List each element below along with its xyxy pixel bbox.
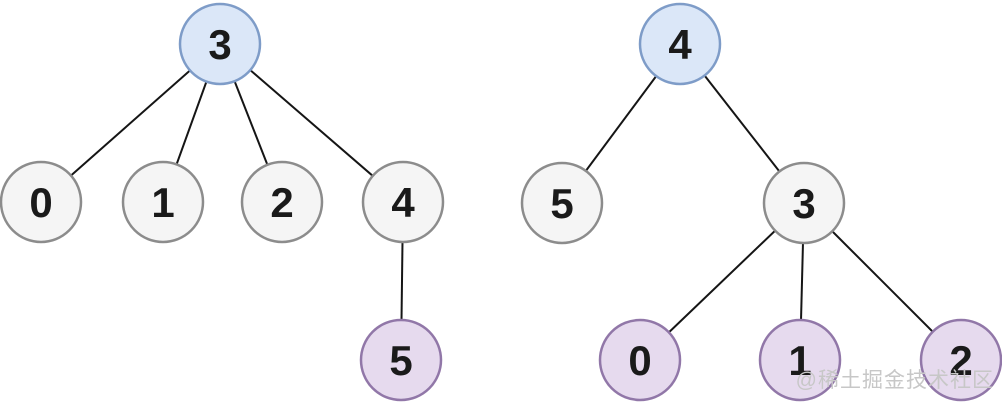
tree-node-label-3: 3	[792, 180, 815, 227]
tree-node-label-2: 2	[270, 179, 293, 226]
tree-node-1	[758, 318, 842, 402]
tree-node-label-4: 4	[391, 179, 415, 226]
tree-node-4	[361, 160, 445, 244]
tree-node-label-4: 4	[668, 21, 692, 68]
tree-node-3	[178, 2, 262, 86]
tree-node-label-2: 2	[949, 337, 972, 384]
right-tree: 4 5 3 0 1 2	[520, 2, 1002, 402]
tree-node-1	[121, 160, 205, 244]
tree-node-label-0: 0	[29, 179, 52, 226]
tree-node-5	[359, 318, 443, 402]
tree-node-label-5: 5	[550, 180, 573, 227]
tree-node-label-1: 1	[151, 179, 174, 226]
tree-node-label-5: 5	[389, 337, 412, 384]
tree-node-2	[240, 160, 324, 244]
tree-node-0	[0, 160, 83, 244]
tree-node-3	[762, 161, 846, 245]
tree-node-2	[919, 318, 1002, 402]
left-tree: 3 0 1 2 4 5	[0, 2, 445, 402]
tree-node-4	[638, 2, 722, 86]
tree-node-label-1: 1	[788, 337, 811, 384]
tree-node-label-0: 0	[628, 337, 651, 384]
tree-node-label-3: 3	[208, 21, 231, 68]
tree-node-0	[598, 318, 682, 402]
tree-node-5	[520, 161, 604, 245]
